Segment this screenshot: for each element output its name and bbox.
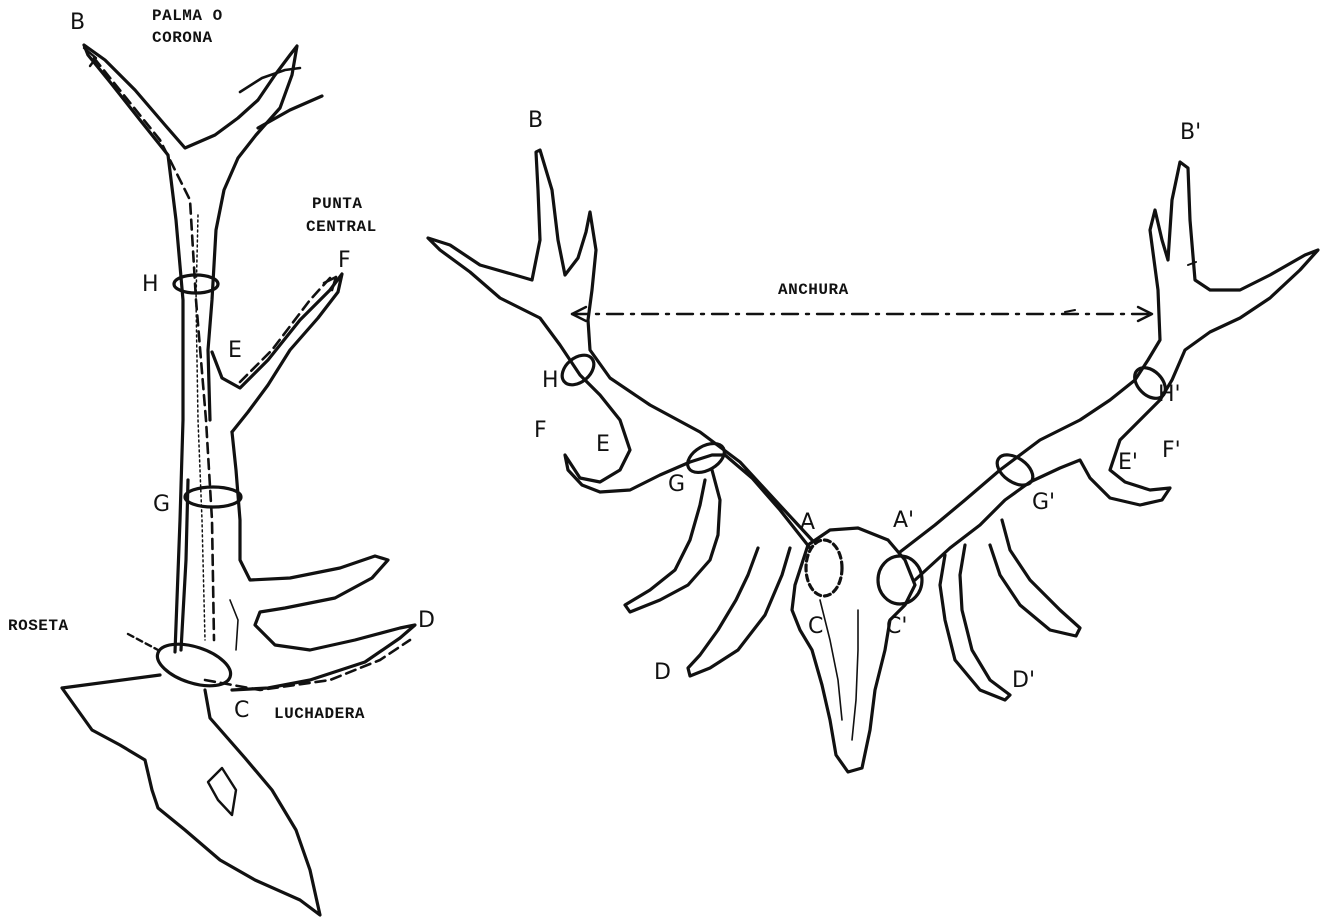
- point-label-a: A: [800, 512, 815, 534]
- point-label-c: C: [808, 616, 823, 638]
- palma-label-line2: CORONA: [152, 30, 213, 46]
- palma-label-line1: PALMA O: [152, 8, 223, 24]
- point-label-e-prime: E': [1118, 452, 1138, 474]
- point-label-e: E: [596, 434, 610, 456]
- point-label-g-prime: G': [1032, 492, 1055, 514]
- width-measure: [572, 307, 1152, 321]
- ring-g-right: [992, 449, 1039, 492]
- punta-central-line2: CENTRAL: [306, 219, 377, 235]
- point-label-b: B: [528, 110, 543, 132]
- point-label-h-left: H: [142, 274, 159, 296]
- point-label-g-left: G: [153, 494, 170, 516]
- point-label-a-prime: A': [893, 510, 914, 532]
- point-label-f-left: F: [338, 250, 351, 272]
- point-label-h-prime: H': [1158, 384, 1181, 406]
- point-label-b-prime: B': [1180, 122, 1201, 144]
- point-label-c-prime: C': [886, 616, 907, 638]
- ring-g: [185, 487, 241, 507]
- point-label-g: G: [668, 474, 685, 496]
- pair-antlers-drawing: [428, 150, 1318, 772]
- roseta-burr: [152, 636, 235, 694]
- skull-front: [792, 528, 915, 772]
- point-label-d-left: D: [418, 610, 435, 632]
- point-label-e-left: E: [228, 340, 242, 362]
- point-label-d-prime: D': [1012, 670, 1035, 692]
- main-beam-measure-line: [94, 58, 214, 640]
- skull-hole: [208, 768, 236, 815]
- point-label-b-left: B: [70, 12, 85, 34]
- anchura-label: ANCHURA: [778, 282, 849, 298]
- point-label-c-left: C: [234, 700, 249, 722]
- point-label-f: F: [534, 420, 547, 442]
- point-label-f-prime: F': [1162, 440, 1181, 462]
- point-label-h: H: [542, 370, 559, 392]
- roseta-label: ROSETA: [8, 618, 69, 634]
- luchadera-label: LUCHADERA: [274, 706, 365, 722]
- single-antler-drawing: [62, 45, 415, 915]
- punta-central-line1: PUNTA: [312, 196, 363, 212]
- point-label-d: D: [654, 662, 671, 684]
- ef-measure-line: [240, 278, 330, 382]
